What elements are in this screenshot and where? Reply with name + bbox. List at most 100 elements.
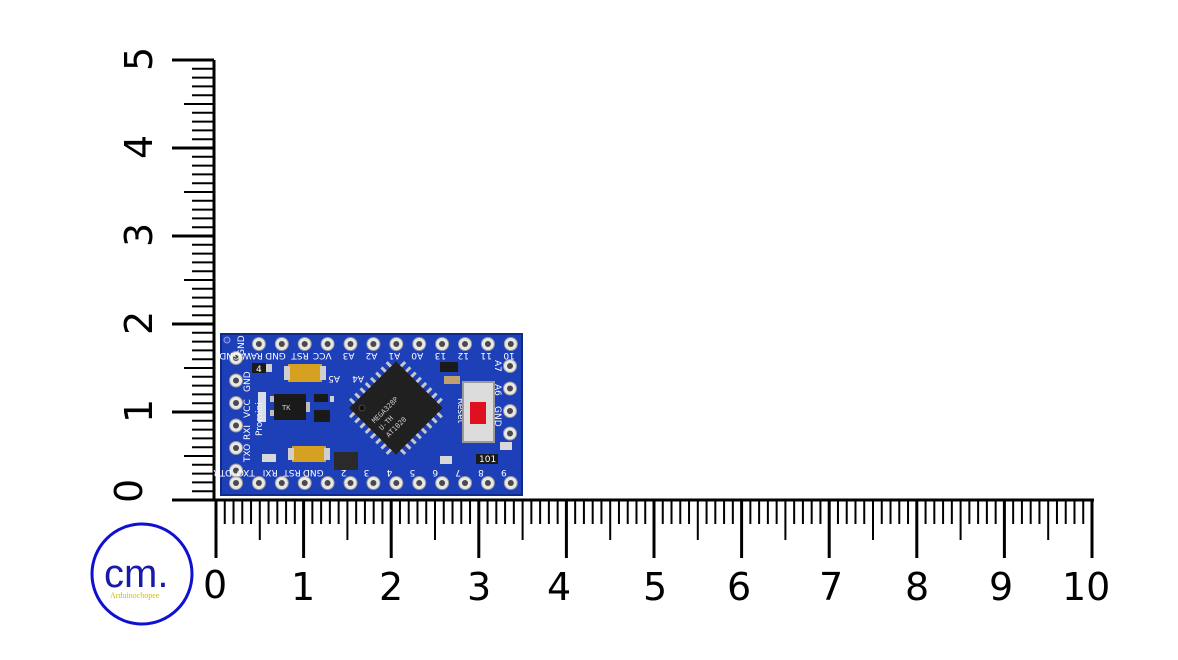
pad-hole bbox=[507, 408, 513, 414]
pad-hole bbox=[233, 445, 239, 451]
pad-hole bbox=[324, 480, 331, 486]
left-label-gnd-2: GND bbox=[243, 371, 253, 392]
logo-unit-text: cm. bbox=[104, 552, 168, 596]
bottom-pin-label: 9 bbox=[501, 467, 507, 477]
smd-components: 4 101 bbox=[252, 362, 512, 470]
top-pin-label: RST bbox=[291, 350, 309, 360]
top-pin-label: A1 bbox=[388, 350, 400, 360]
bottom-pin-label: 2 bbox=[341, 467, 347, 477]
pad-hole bbox=[233, 355, 239, 361]
top-pin-label: A3 bbox=[343, 350, 355, 360]
y-label-0: 0 bbox=[107, 479, 151, 503]
bottom-pin-label: TXO bbox=[237, 467, 256, 477]
bottom-pin-label: 7 bbox=[455, 467, 461, 477]
top-header-pads bbox=[251, 337, 518, 351]
bottom-pin-label: 3 bbox=[364, 467, 370, 477]
right-label-gnd: GND bbox=[492, 406, 502, 427]
top-pin-label: 10 bbox=[503, 350, 515, 360]
pad-hole bbox=[507, 430, 513, 437]
pad-hole bbox=[393, 480, 400, 486]
chip-pin bbox=[404, 442, 412, 450]
top-pin-label: GND bbox=[265, 350, 286, 360]
chip-pin bbox=[354, 416, 362, 424]
vertical-ruler: 0 1 2 3 4 5 bbox=[107, 47, 216, 503]
bottom-pin-label: DTR bbox=[213, 467, 232, 477]
pad-hole bbox=[507, 341, 514, 347]
top-pin-label: VCC bbox=[313, 350, 332, 360]
left-label-rxi: RXI bbox=[243, 425, 253, 440]
pad-hole bbox=[255, 480, 262, 486]
x-label-7: 7 bbox=[819, 565, 843, 609]
pad-hole bbox=[347, 480, 354, 486]
top-pin-label: RAW bbox=[242, 350, 263, 360]
tantalum-capacitor-top bbox=[284, 364, 326, 382]
smd-label-101: 101 bbox=[479, 455, 496, 465]
pad-hole bbox=[255, 341, 262, 347]
x-label-2: 2 bbox=[379, 565, 403, 609]
left-header-pads bbox=[229, 351, 243, 478]
x-label-5: 5 bbox=[643, 565, 667, 609]
logo-subtext: Arduinochopee bbox=[110, 591, 160, 600]
pad-hole bbox=[439, 480, 446, 486]
right-header-pads bbox=[503, 359, 517, 441]
chip-pin bbox=[404, 366, 412, 374]
pad-hole bbox=[484, 480, 491, 486]
right-label-a7: A7 bbox=[492, 360, 502, 372]
pad-hole bbox=[278, 341, 285, 347]
y-label-2: 2 bbox=[117, 311, 161, 335]
tantalum-capacitor-bottom bbox=[288, 446, 330, 462]
x-label-1: 1 bbox=[291, 565, 315, 609]
left-label-txo: TXO bbox=[243, 444, 253, 463]
bottom-pin-label: 4 bbox=[386, 467, 392, 477]
top-pin-label: 13 bbox=[435, 350, 446, 360]
pad-hole bbox=[416, 480, 423, 486]
right-label-a6: A6 bbox=[492, 384, 502, 396]
x-label-6: 6 bbox=[727, 565, 751, 609]
x-label-3: 3 bbox=[467, 565, 491, 609]
y-label-1: 1 bbox=[117, 399, 161, 423]
pad-hole bbox=[416, 341, 423, 347]
label-a5: A5 bbox=[328, 373, 340, 383]
top-pin-label: GND bbox=[219, 350, 240, 360]
voltage-regulator: TK bbox=[270, 394, 310, 420]
pad-hole bbox=[370, 480, 377, 486]
chip-pin bbox=[354, 392, 362, 400]
pad-hole bbox=[370, 341, 377, 347]
top-pin-label: A2 bbox=[366, 350, 378, 360]
x-label-4: 4 bbox=[547, 565, 571, 609]
smd-label-4: 4 bbox=[256, 365, 262, 375]
y-label-4: 4 bbox=[117, 135, 161, 159]
pad-hole bbox=[233, 422, 239, 429]
pad-hole bbox=[233, 480, 239, 486]
pad-hole bbox=[507, 385, 513, 392]
pad-hole bbox=[507, 363, 513, 369]
bottom-pin-label: 8 bbox=[478, 467, 484, 477]
x-label-9: 9 bbox=[989, 565, 1013, 609]
top-pin-label: 12 bbox=[458, 350, 469, 360]
reset-label: Reset bbox=[455, 398, 465, 424]
bottom-pin-label: RST bbox=[283, 467, 301, 477]
x-label-8: 8 bbox=[905, 565, 929, 609]
pad-hole bbox=[393, 341, 400, 347]
top-pin-label: 11 bbox=[480, 350, 491, 360]
pad-hole bbox=[301, 480, 308, 486]
y-label-3: 3 bbox=[117, 223, 161, 247]
pad-hole bbox=[347, 341, 354, 347]
bottom-header-pads bbox=[229, 476, 518, 490]
pad-hole bbox=[462, 480, 468, 486]
left-label-vcc: VCC bbox=[243, 399, 253, 418]
label-a4: A4 bbox=[352, 373, 364, 383]
horizontal-ruler: 0 1 2 3 4 5 6 7 8 9 10 bbox=[172, 498, 1110, 609]
pad-hole bbox=[462, 341, 468, 347]
regulator-text: TK bbox=[282, 404, 291, 412]
pad-hole bbox=[233, 400, 239, 406]
pad-hole bbox=[439, 341, 446, 347]
pad-hole bbox=[233, 377, 239, 384]
cm-logo: cm. Arduinochopee bbox=[90, 522, 194, 626]
bottom-pin-label: 5 bbox=[409, 467, 415, 477]
pad-hole bbox=[278, 480, 285, 486]
reset-button bbox=[462, 381, 495, 443]
pad-hole bbox=[484, 341, 491, 347]
